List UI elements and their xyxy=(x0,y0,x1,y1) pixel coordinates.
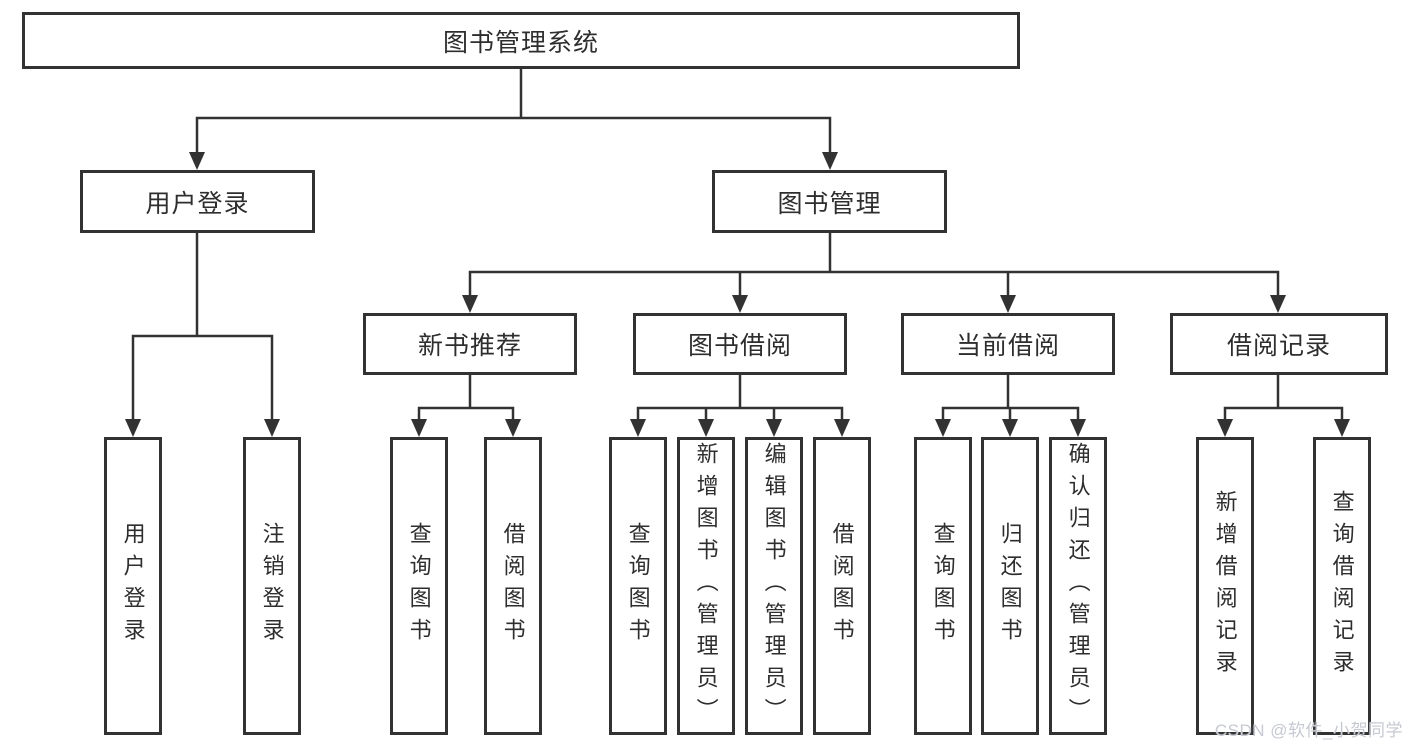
arrowheads xyxy=(125,152,1350,437)
node-borrowing-records: 借阅记录 xyxy=(1170,313,1388,375)
node-leaf-borrow-books-recommend: 借阅图书 xyxy=(484,437,542,735)
leaf-label: 借阅图书 xyxy=(500,522,526,650)
leaf-label: 查询借阅记录 xyxy=(1329,490,1355,682)
node-leaf-edit-book-admin: 编辑图书（管理员） xyxy=(745,437,803,735)
node-leaf-search-books-recommend: 查询图书 xyxy=(390,437,448,735)
leaf-label: 查询图书 xyxy=(406,522,432,650)
leaf-label: 新增图书（管理员） xyxy=(693,442,719,730)
node-leaf-user-login: 用户登录 xyxy=(104,437,162,735)
leaf-label: 新增借阅记录 xyxy=(1212,490,1238,682)
node-leaf-search-books-current: 查询图书 xyxy=(914,437,972,735)
node-book-management: 图书管理 xyxy=(712,170,947,233)
node-current-borrowing: 当前借阅 xyxy=(901,313,1115,375)
node-leaf-logout: 注销登录 xyxy=(243,437,301,735)
leaf-label: 查询图书 xyxy=(930,522,956,650)
node-leaf-add-borrow-record: 新增借阅记录 xyxy=(1196,437,1254,735)
node-new-book-recommendation: 新书推荐 xyxy=(363,313,577,375)
node-user-login: 用户登录 xyxy=(80,170,315,233)
leaf-label: 查询图书 xyxy=(625,522,651,650)
node-leaf-confirm-return-admin: 确认归还（管理员） xyxy=(1049,437,1107,735)
leaf-label: 用户登录 xyxy=(120,522,146,650)
leaf-label: 确认归还（管理员） xyxy=(1065,442,1091,730)
leaf-label: 编辑图书（管理员） xyxy=(761,442,787,730)
leaf-label: 归还图书 xyxy=(997,522,1023,650)
leaf-label: 借阅图书 xyxy=(829,522,855,650)
node-root: 图书管理系统 xyxy=(22,12,1020,69)
watermark: CSDN @软件_小贺同学 xyxy=(1214,721,1403,740)
node-leaf-search-borrow-record: 查询借阅记录 xyxy=(1313,437,1371,735)
node-leaf-search-books-borrowing: 查询图书 xyxy=(609,437,667,735)
node-leaf-add-book-admin: 新增图书（管理员） xyxy=(677,437,735,735)
node-leaf-borrow-books: 借阅图书 xyxy=(813,437,871,735)
node-book-borrowing: 图书借阅 xyxy=(633,313,847,375)
node-leaf-return-book: 归还图书 xyxy=(981,437,1039,735)
leaf-label: 注销登录 xyxy=(259,522,285,650)
